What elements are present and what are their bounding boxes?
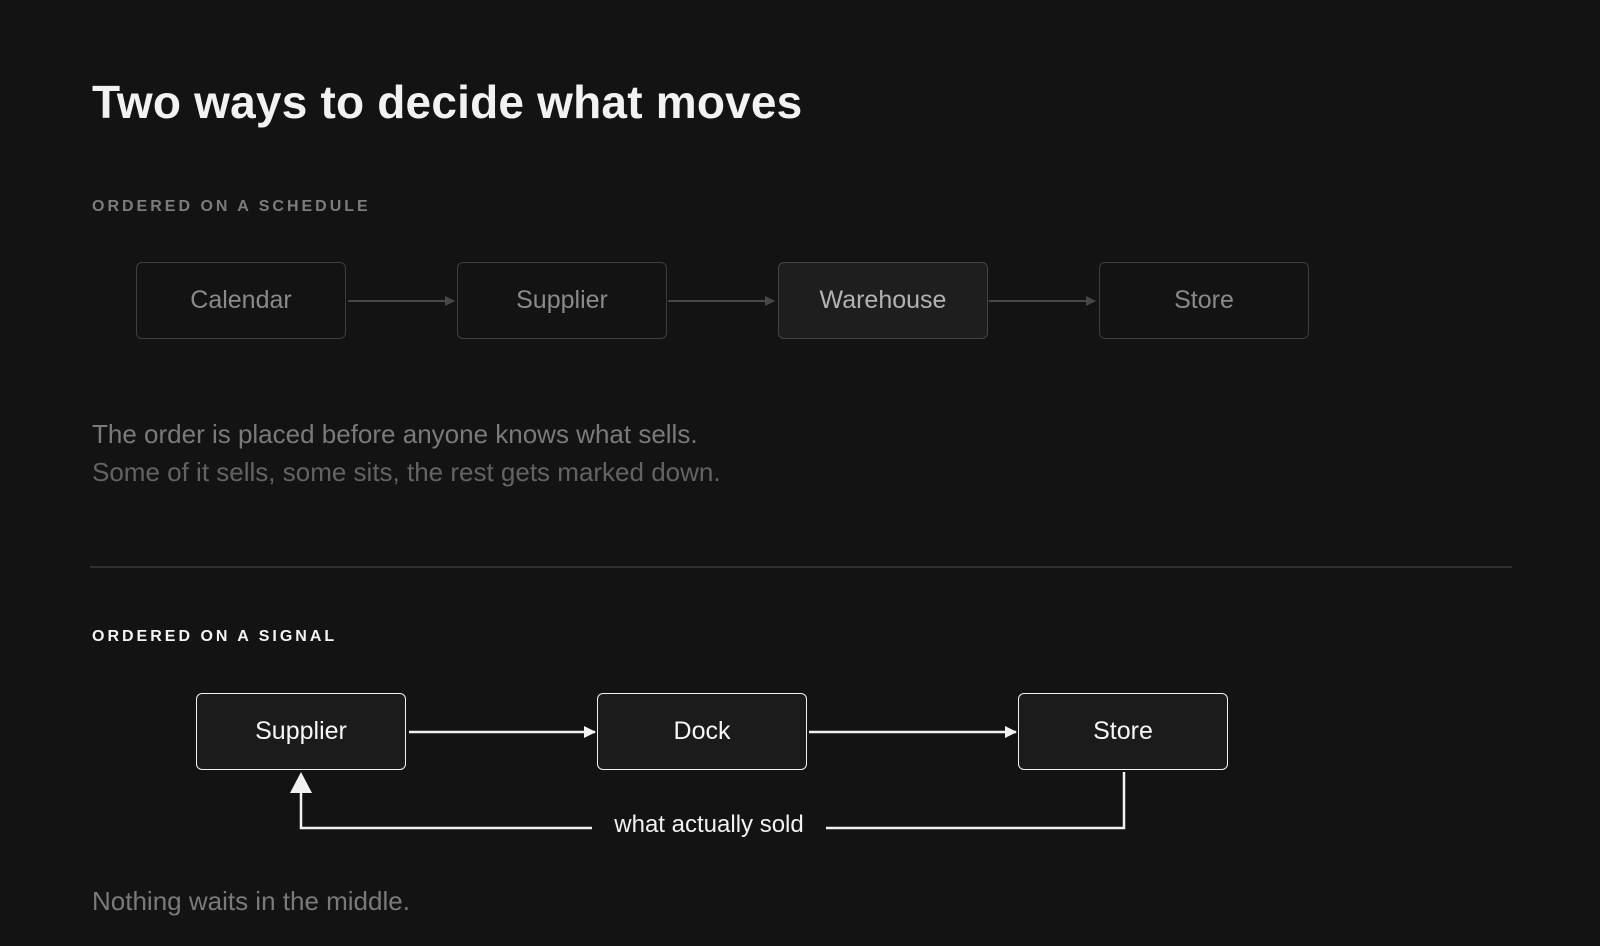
schedule-caption-line-2: Some of it sells, some sits, the rest ge… bbox=[92, 457, 721, 487]
signal-section-label: ORDERED ON A SIGNAL bbox=[92, 628, 338, 645]
node-warehouse: Warehouse bbox=[778, 262, 988, 339]
page-title: Two ways to decide what moves bbox=[92, 76, 803, 128]
signal-caption: Nothing waits in the middle. bbox=[92, 886, 410, 916]
schedule-caption-line-1: The order is placed before anyone knows … bbox=[92, 419, 698, 449]
feedback-label: what actually sold bbox=[592, 810, 826, 840]
node-schedule-store: Store bbox=[1099, 262, 1309, 339]
node-signal-store: Store bbox=[1018, 693, 1228, 770]
node-dock: Dock bbox=[597, 693, 807, 770]
feedback-loop-arrowhead bbox=[290, 772, 312, 793]
node-schedule-supplier: Supplier bbox=[457, 262, 667, 339]
schedule-section-label: ORDERED ON A SCHEDULE bbox=[92, 198, 371, 215]
section-divider bbox=[90, 566, 1512, 568]
node-signal-supplier: Supplier bbox=[196, 693, 406, 770]
node-calendar: Calendar bbox=[136, 262, 346, 339]
